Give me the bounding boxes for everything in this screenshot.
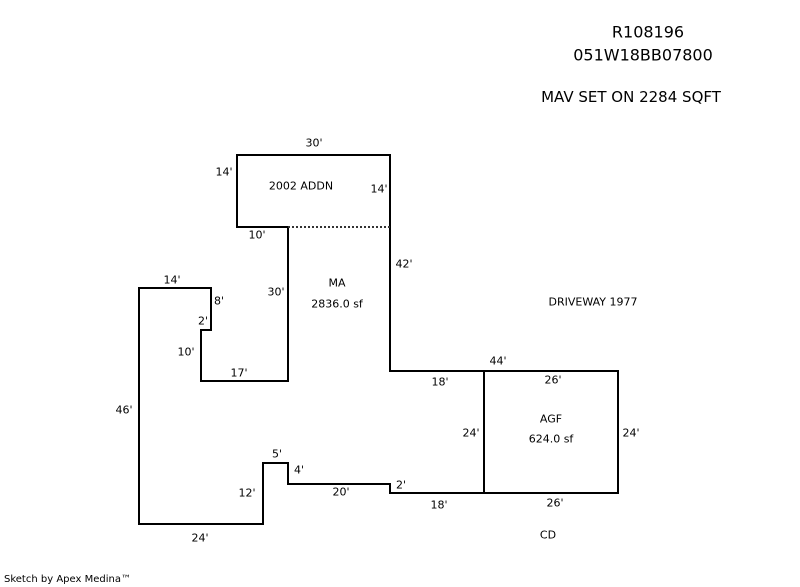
dim-label: 20'	[332, 485, 350, 499]
garage-sf: 624.0 sf	[528, 432, 574, 446]
addition-label: 2002 ADDN	[268, 179, 334, 193]
garage-name: AGF	[539, 412, 563, 426]
dim-label: 14'	[370, 182, 388, 196]
dim-label: 46'	[115, 403, 133, 417]
dim-label: 26'	[544, 373, 562, 387]
garage-outline	[483, 370, 619, 494]
dim-label: 5'	[271, 447, 283, 461]
dim-label: 18'	[431, 375, 449, 389]
dim-label: 44'	[489, 354, 507, 368]
dim-label: 42'	[395, 257, 413, 271]
dim-label: 26'	[546, 496, 564, 510]
main-area-name: MA	[328, 276, 346, 290]
driveway-label: DRIVEWAY 1977	[548, 295, 638, 309]
dim-label: 2'	[197, 314, 209, 328]
dim-label: 8'	[213, 294, 225, 308]
dim-label: 14'	[163, 273, 181, 287]
dim-label: 14'	[215, 165, 233, 179]
dim-label: 10'	[248, 228, 266, 242]
dim-label: 10'	[177, 345, 195, 359]
main-area-outline	[138, 154, 485, 525]
dim-label: 4'	[293, 463, 305, 477]
dim-label: 24'	[462, 426, 480, 440]
dim-label: 2'	[395, 478, 407, 492]
dim-label: 30'	[267, 285, 285, 299]
deck-label: CD	[539, 528, 557, 542]
parcel-id: R108196	[611, 22, 685, 42]
map-number: 051W18BB07800	[573, 45, 713, 65]
dim-label: 17'	[230, 366, 248, 380]
dim-label: 30'	[305, 136, 323, 150]
dim-label: 12'	[238, 486, 256, 500]
mav-note: MAV SET ON 2284 SQFT	[541, 88, 721, 106]
main-area-sf: 2836.0 sf	[311, 297, 363, 311]
dim-label: 24'	[191, 531, 209, 545]
dim-label: 24'	[622, 426, 640, 440]
dim-label: 18'	[430, 498, 448, 512]
sketch-credit: Sketch by Apex Medina™	[4, 574, 131, 585]
